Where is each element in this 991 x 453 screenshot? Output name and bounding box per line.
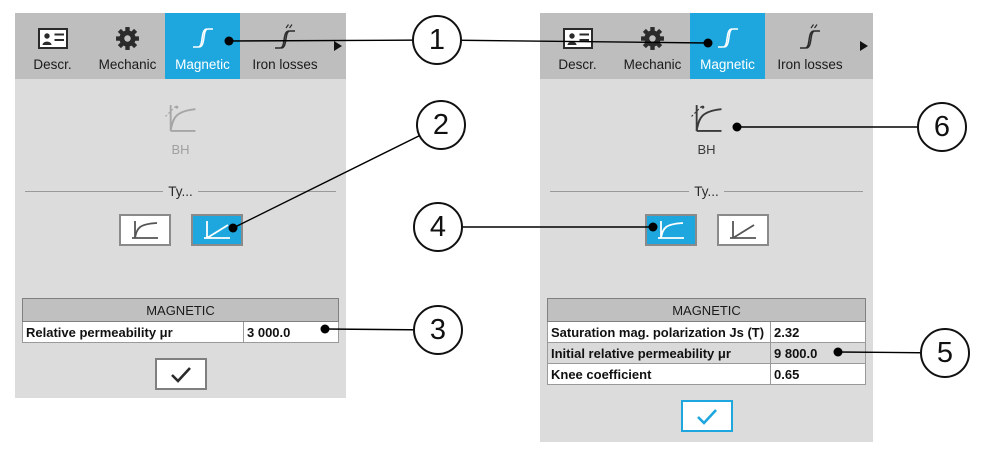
property-label: Relative permeability μr [22,321,244,343]
table-row: Saturation mag. polarization Js (T) 2.32 [547,321,866,343]
tab-description[interactable]: Descr. [15,13,90,79]
property-value[interactable]: 3 000.0 [243,321,339,343]
tab-description[interactable]: Descr. [540,13,615,79]
magnetic-properties-table: MAGNETIC Saturation mag. polarization Js… [547,298,866,385]
iron-losses-curve-icon [797,24,823,52]
tab-iron-losses[interactable]: Iron losses [240,13,330,79]
type-group-separator: Ty... [25,184,337,199]
bh-curve-button[interactable]: BH [15,103,346,157]
callout-circle-5: 5 [920,328,970,378]
tab-description-label: Descr. [33,57,72,72]
type-group-label: Ty... [168,184,193,199]
table-row: Initial relative permeability μr 9 800.0 [547,342,866,364]
id-card-icon [562,24,593,52]
hysteresis-curve-icon [190,24,216,52]
callout-circle-4: 4 [413,202,463,252]
gear-icon [115,24,140,52]
gear-icon [640,24,665,52]
bh-curve-button[interactable]: BH [540,103,873,157]
tab-iron-losses-label: Iron losses [777,57,843,72]
tab-magnetic[interactable]: Magnetic [690,13,765,79]
material-editor-panel-linear: Descr. Mechanic Magnetic Iron losses [15,13,346,398]
callout-circle-2: 2 [416,100,466,150]
tab-mechanic[interactable]: Mechanic [615,13,690,79]
separator-line [723,191,864,192]
ok-button[interactable] [154,358,207,390]
tab-mechanic-label: Mechanic [623,57,682,72]
iron-losses-curve-icon [272,24,298,52]
curve-type-buttons [15,214,346,246]
tab-description-label: Descr. [558,57,597,72]
bh-label: BH [171,142,190,157]
linear-curve-button[interactable] [716,214,769,246]
checkmark-icon [170,366,191,383]
tab-magnetic[interactable]: Magnetic [165,13,240,79]
saturation-curve-button[interactable] [644,214,697,246]
property-value[interactable]: 0.65 [770,363,866,385]
table-row: Relative permeability μr 3 000.0 [22,321,339,343]
table-header: MAGNETIC [22,298,339,322]
tab-magnetic-label: Magnetic [175,57,230,72]
callout-circle-6: 6 [917,102,967,152]
tab-iron-losses-label: Iron losses [252,57,318,72]
property-label: Knee coefficient [547,363,771,385]
callout-circle-3: 3 [413,305,463,355]
curve-type-buttons [540,214,873,246]
ok-button[interactable] [680,400,733,432]
property-value[interactable]: 2.32 [770,321,866,343]
tab-bar: Descr. Mechanic Magnetic Iron losses [540,13,873,79]
tab-iron-losses[interactable]: Iron losses [765,13,855,79]
right-arrow-icon [334,41,342,51]
property-label: Saturation mag. polarization Js (T) [547,321,771,343]
tab-magnetic-label: Magnetic [700,57,755,72]
hysteresis-curve-icon [715,24,741,52]
ok-button-row [540,400,873,432]
linear-curve-button[interactable] [190,214,243,246]
separator-line [197,191,337,192]
tab-overflow-arrow[interactable] [855,13,873,79]
property-value[interactable]: 9 800.0 [770,342,866,364]
magnetic-properties-table: MAGNETIC Relative permeability μr 3 000.… [22,298,339,343]
bh-label: BH [697,142,716,157]
tab-bar: Descr. Mechanic Magnetic Iron losses [15,13,346,79]
tab-mechanic-label: Mechanic [98,57,157,72]
bh-curve-icon [689,103,725,139]
saturation-curve-icon [657,221,684,239]
type-group-separator: Ty... [550,184,864,199]
checkmark-icon [696,408,717,425]
saturation-curve-button[interactable] [118,214,171,246]
ok-button-row [15,358,346,390]
property-label: Initial relative permeability μr [547,342,771,364]
saturation-curve-icon [131,221,158,239]
table-row: Knee coefficient 0.65 [547,363,866,385]
bh-curve-icon [163,103,199,139]
tab-mechanic[interactable]: Mechanic [90,13,165,79]
tab-overflow-arrow[interactable] [330,13,346,79]
id-card-icon [37,24,68,52]
right-arrow-icon [860,41,868,51]
linear-curve-icon [203,221,230,239]
linear-curve-icon [729,221,756,239]
separator-line [25,191,164,192]
table-header: MAGNETIC [547,298,866,322]
type-group-label: Ty... [694,184,719,199]
separator-line [550,191,690,192]
material-editor-panel-nonlinear: Descr. Mechanic Magnetic Iron losses [540,13,873,442]
callout-circle-1: 1 [412,15,462,65]
